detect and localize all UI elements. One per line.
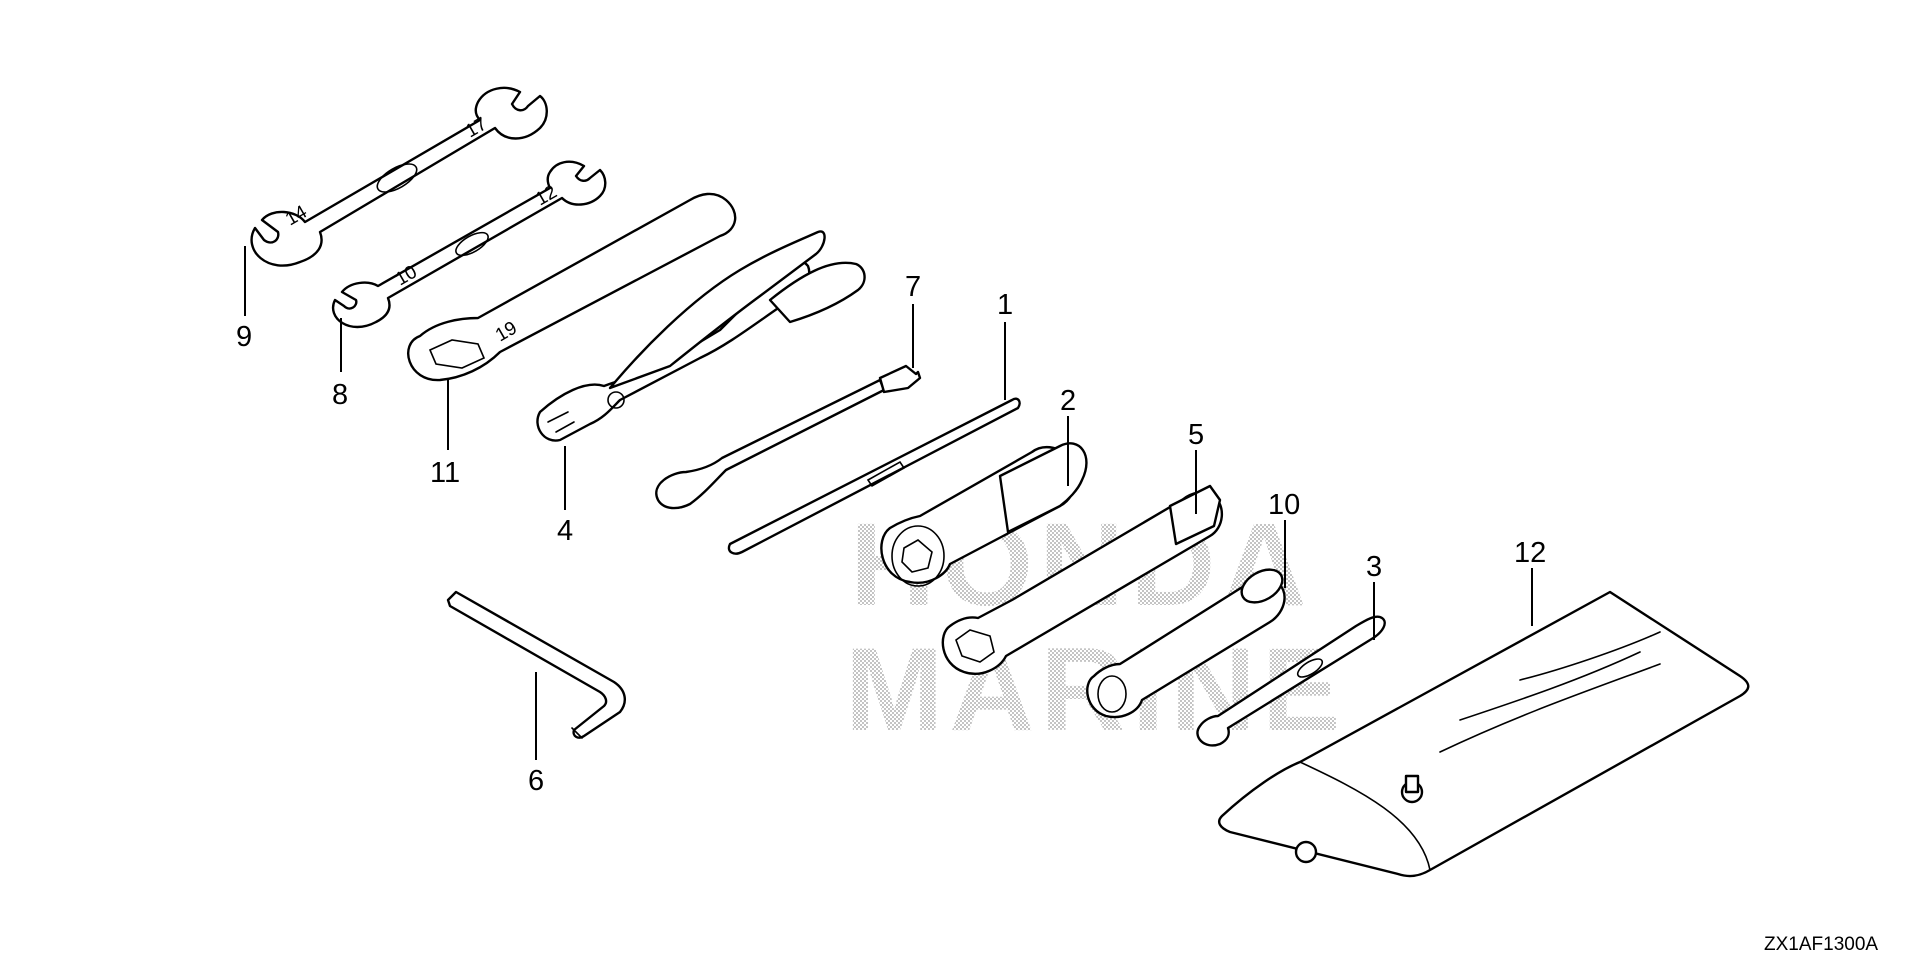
callout-4: 4	[557, 515, 573, 547]
callout-3: 3	[1366, 551, 1382, 583]
spark-plug-socket	[880, 442, 1088, 587]
open-end-wrench-12x10: 12 10	[331, 160, 607, 329]
spark-plug-wrench	[1086, 568, 1286, 719]
callout-12: 12	[1514, 537, 1546, 569]
callout-8: 8	[332, 379, 348, 411]
callout-11: 11	[430, 457, 460, 489]
callout-9: 9	[236, 321, 252, 353]
pliers	[536, 230, 866, 442]
callout-5: 5	[1188, 419, 1204, 451]
screwdriver-handle	[655, 364, 922, 510]
callout-10: 10	[1268, 489, 1300, 521]
leader-lines	[244, 246, 1533, 760]
callout-2: 2	[1060, 385, 1076, 417]
callout-6: 6	[528, 765, 544, 797]
callout-numbers: 9 8 11 4 7 1 2 5 10 3 12 6	[236, 271, 1546, 797]
box-wrench-19: 19	[407, 192, 737, 382]
tool-bag	[1218, 590, 1750, 878]
callout-1: 1	[997, 289, 1013, 321]
callout-7: 7	[905, 271, 921, 303]
small-wrench	[1196, 615, 1386, 747]
box-spanner	[941, 484, 1223, 675]
hex-key	[446, 590, 626, 739]
open-end-wrench-17x14: 17 14	[250, 86, 548, 267]
double-ended-screwdriver	[727, 397, 1021, 555]
drawing-code: ZX1AF1300A	[1764, 934, 1878, 955]
